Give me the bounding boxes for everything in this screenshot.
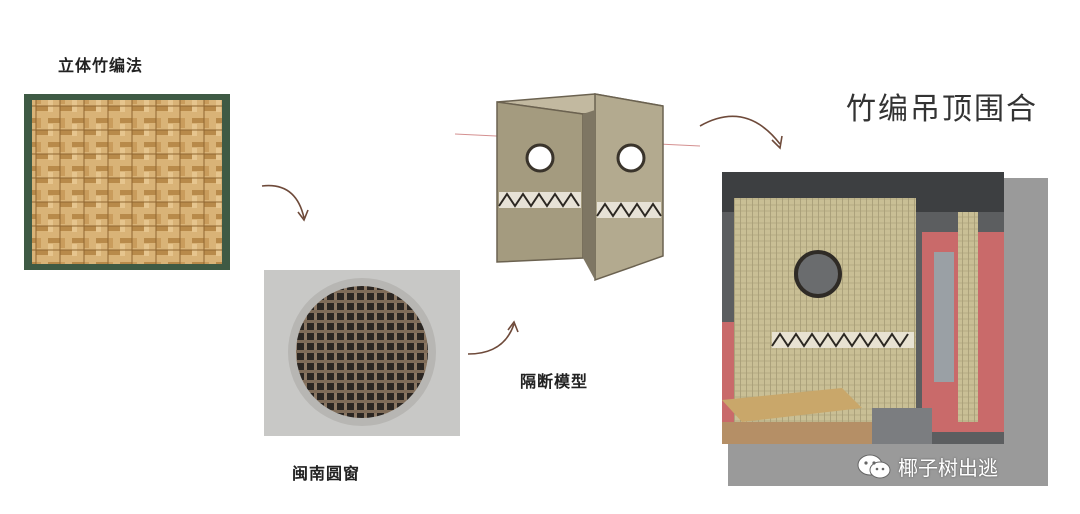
bamboo-weave-image: [24, 94, 230, 270]
partition-model-image: [455, 80, 700, 295]
round-window-image: [264, 270, 460, 436]
watermark: 椰子树出逃: [856, 452, 998, 481]
page-title: 竹编吊顶围合: [846, 92, 1038, 127]
interior-rendering-image: [722, 172, 1004, 444]
window-label: 闽南圆窗: [292, 464, 361, 483]
curved-arrow-icon: [467, 320, 519, 355]
model-label: 隔断模型: [520, 372, 589, 391]
watermark-text: 椰子树出逃: [898, 456, 998, 480]
curved-arrow-icon: [699, 115, 783, 150]
curved-arrow-icon: [261, 184, 309, 222]
weave-label: 立体竹编法: [58, 56, 144, 75]
wechat-icon: [856, 453, 892, 481]
